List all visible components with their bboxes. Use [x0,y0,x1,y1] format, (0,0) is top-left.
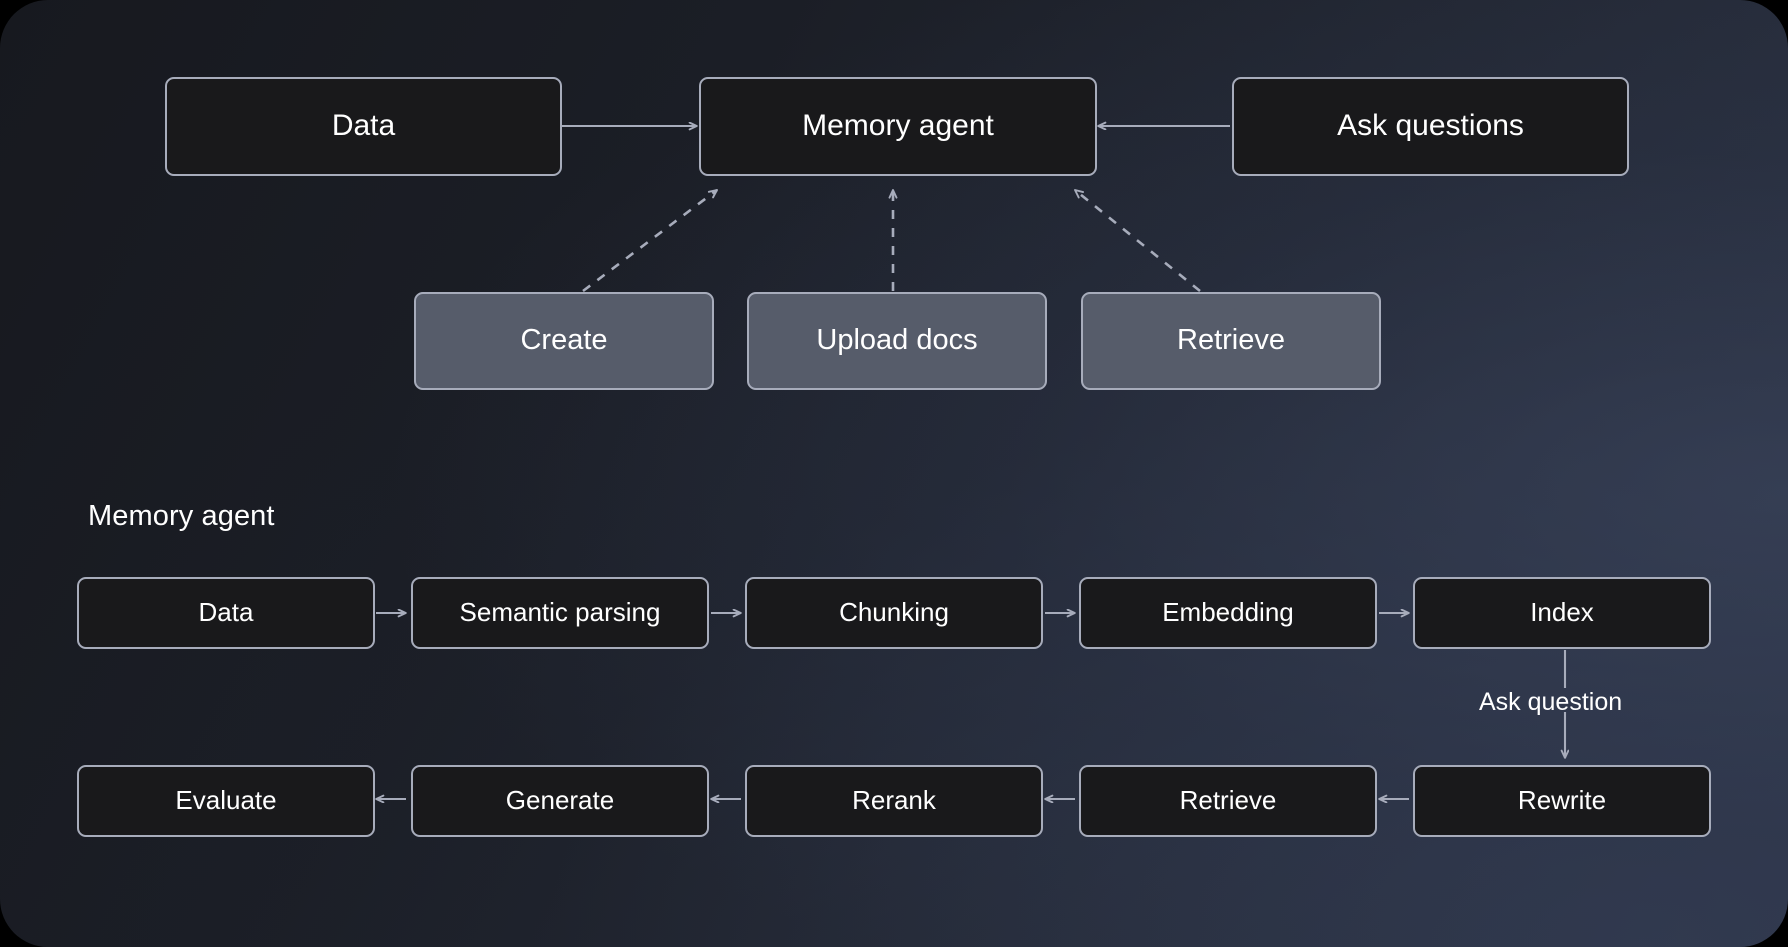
node-label: Embedding [1162,597,1294,628]
node-label: Retrieve [1177,324,1285,357]
pipeline-node-index[interactable]: Index [1413,577,1711,649]
node-create[interactable]: Create [414,292,714,390]
pipeline-section-title: Memory agent [88,500,275,532]
node-label: Upload docs [816,324,978,357]
node-label: Memory agent [802,109,994,143]
pipeline-node-rerank[interactable]: Rerank [745,765,1043,837]
node-label: Rewrite [1517,785,1607,816]
node-ask-questions-overview[interactable]: Ask questions [1232,77,1629,176]
pipeline-node-evaluate[interactable]: Evaluate [77,765,375,837]
node-label: Semantic parsing [459,597,661,628]
connector-create-to-memory-agent [582,188,718,293]
pipeline-node-retrieve[interactable]: Retrieve [1079,765,1377,837]
pipeline-node-embedding[interactable]: Embedding [1079,577,1377,649]
node-label: Index [1530,597,1594,628]
node-label: Create [520,324,608,357]
pipeline-node-rewrite[interactable]: Rewrite [1413,765,1711,837]
connector-retrieve-to-memory-agent [1074,188,1201,293]
node-retrieve-overview[interactable]: Retrieve [1081,292,1381,390]
node-upload-docs[interactable]: Upload docs [747,292,1047,390]
pipeline-node-data[interactable]: Data [77,577,375,649]
node-label: Retrieve [1179,785,1277,816]
node-label: Data [331,109,396,143]
node-label: Evaluate [175,785,277,816]
node-label: Generate [505,785,615,816]
edge-label-ask-question: Ask question [1479,688,1623,716]
pipeline-node-semantic-parsing[interactable]: Semantic parsing [411,577,709,649]
pipeline-node-generate[interactable]: Generate [411,765,709,837]
node-label: Data [198,597,254,628]
node-label: Ask questions [1337,109,1524,143]
node-label: Chunking [839,597,949,628]
pipeline-node-chunking[interactable]: Chunking [745,577,1043,649]
node-data-overview[interactable]: Data [165,77,562,176]
node-memory-agent-overview[interactable]: Memory agent [699,77,1097,176]
node-label: Rerank [852,785,936,816]
